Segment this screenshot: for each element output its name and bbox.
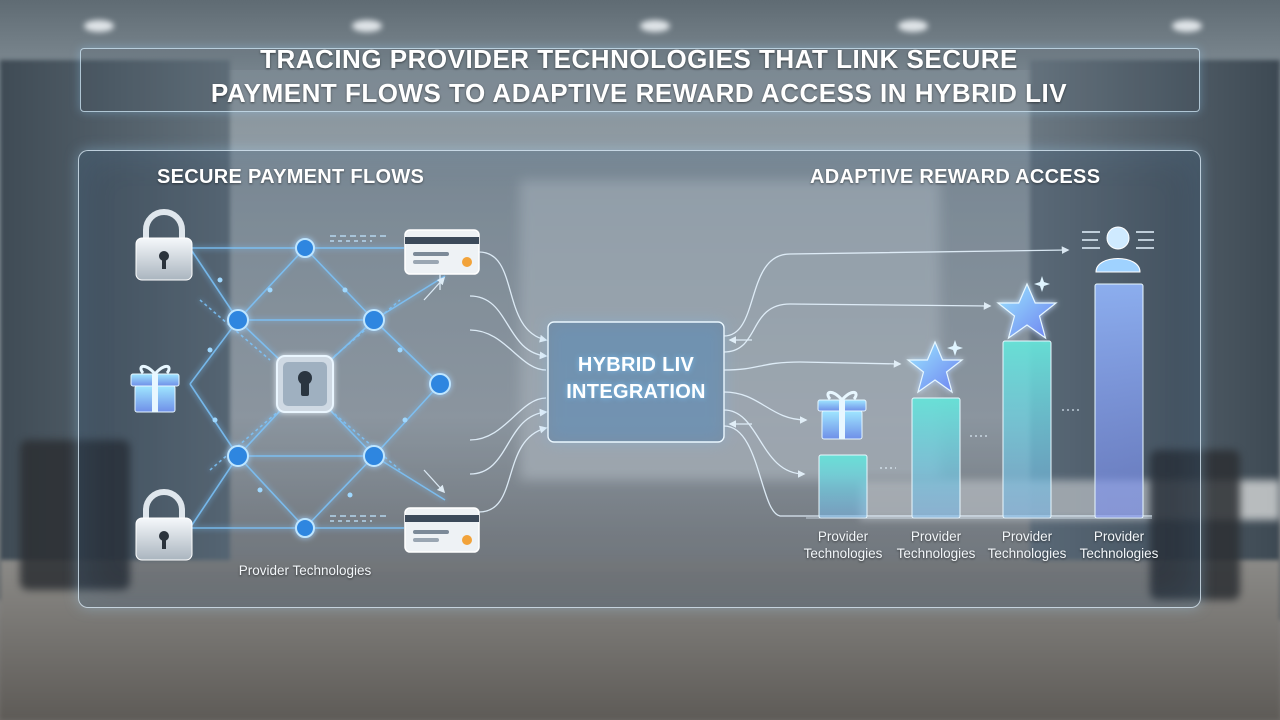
hub-line-1: HYBRID LIV bbox=[577, 354, 695, 376]
star-icon bbox=[996, 282, 1058, 340]
reward-tier-bar-4 bbox=[1094, 283, 1144, 519]
gift-icon bbox=[130, 364, 180, 413]
title-line-1: TRACING PROVIDER TECHNOLOGIES THAT LINK … bbox=[260, 44, 1018, 74]
star-icon bbox=[906, 340, 964, 394]
reward-bars bbox=[818, 283, 1144, 519]
page-title: TRACING PROVIDER TECHNOLOGIES THAT LINK … bbox=[80, 42, 1198, 110]
hub-line-2: INTEGRATION bbox=[566, 381, 706, 403]
network-nodes bbox=[227, 238, 451, 538]
sparkle-icon bbox=[947, 276, 1050, 356]
keyhole-node-icon bbox=[276, 355, 334, 413]
title-line-2: PAYMENT FLOWS TO ADAPTIVE REWARD ACCESS … bbox=[210, 78, 1068, 108]
reward-tier-bar-3 bbox=[1002, 340, 1052, 519]
user-icon bbox=[1082, 226, 1154, 273]
reward-tier-bar-2 bbox=[911, 397, 961, 519]
adaptive-reward-access-heading: ADAPTIVE REWARD ACCESS bbox=[810, 166, 1101, 188]
padlock-icon bbox=[135, 209, 193, 281]
hub-label: HYBRID LIV INTEGRATION bbox=[548, 352, 724, 406]
secure-payment-flows-heading: SECURE PAYMENT FLOWS bbox=[157, 166, 425, 188]
title-frame bbox=[80, 48, 1200, 112]
left-provider-caption: Provider Technologies bbox=[238, 563, 372, 578]
gift-icon bbox=[817, 390, 867, 440]
reward-tier-bar-1 bbox=[818, 454, 868, 519]
payment-card-icon bbox=[404, 229, 480, 275]
padlock-icon bbox=[135, 489, 193, 561]
payment-card-icon bbox=[404, 507, 480, 553]
